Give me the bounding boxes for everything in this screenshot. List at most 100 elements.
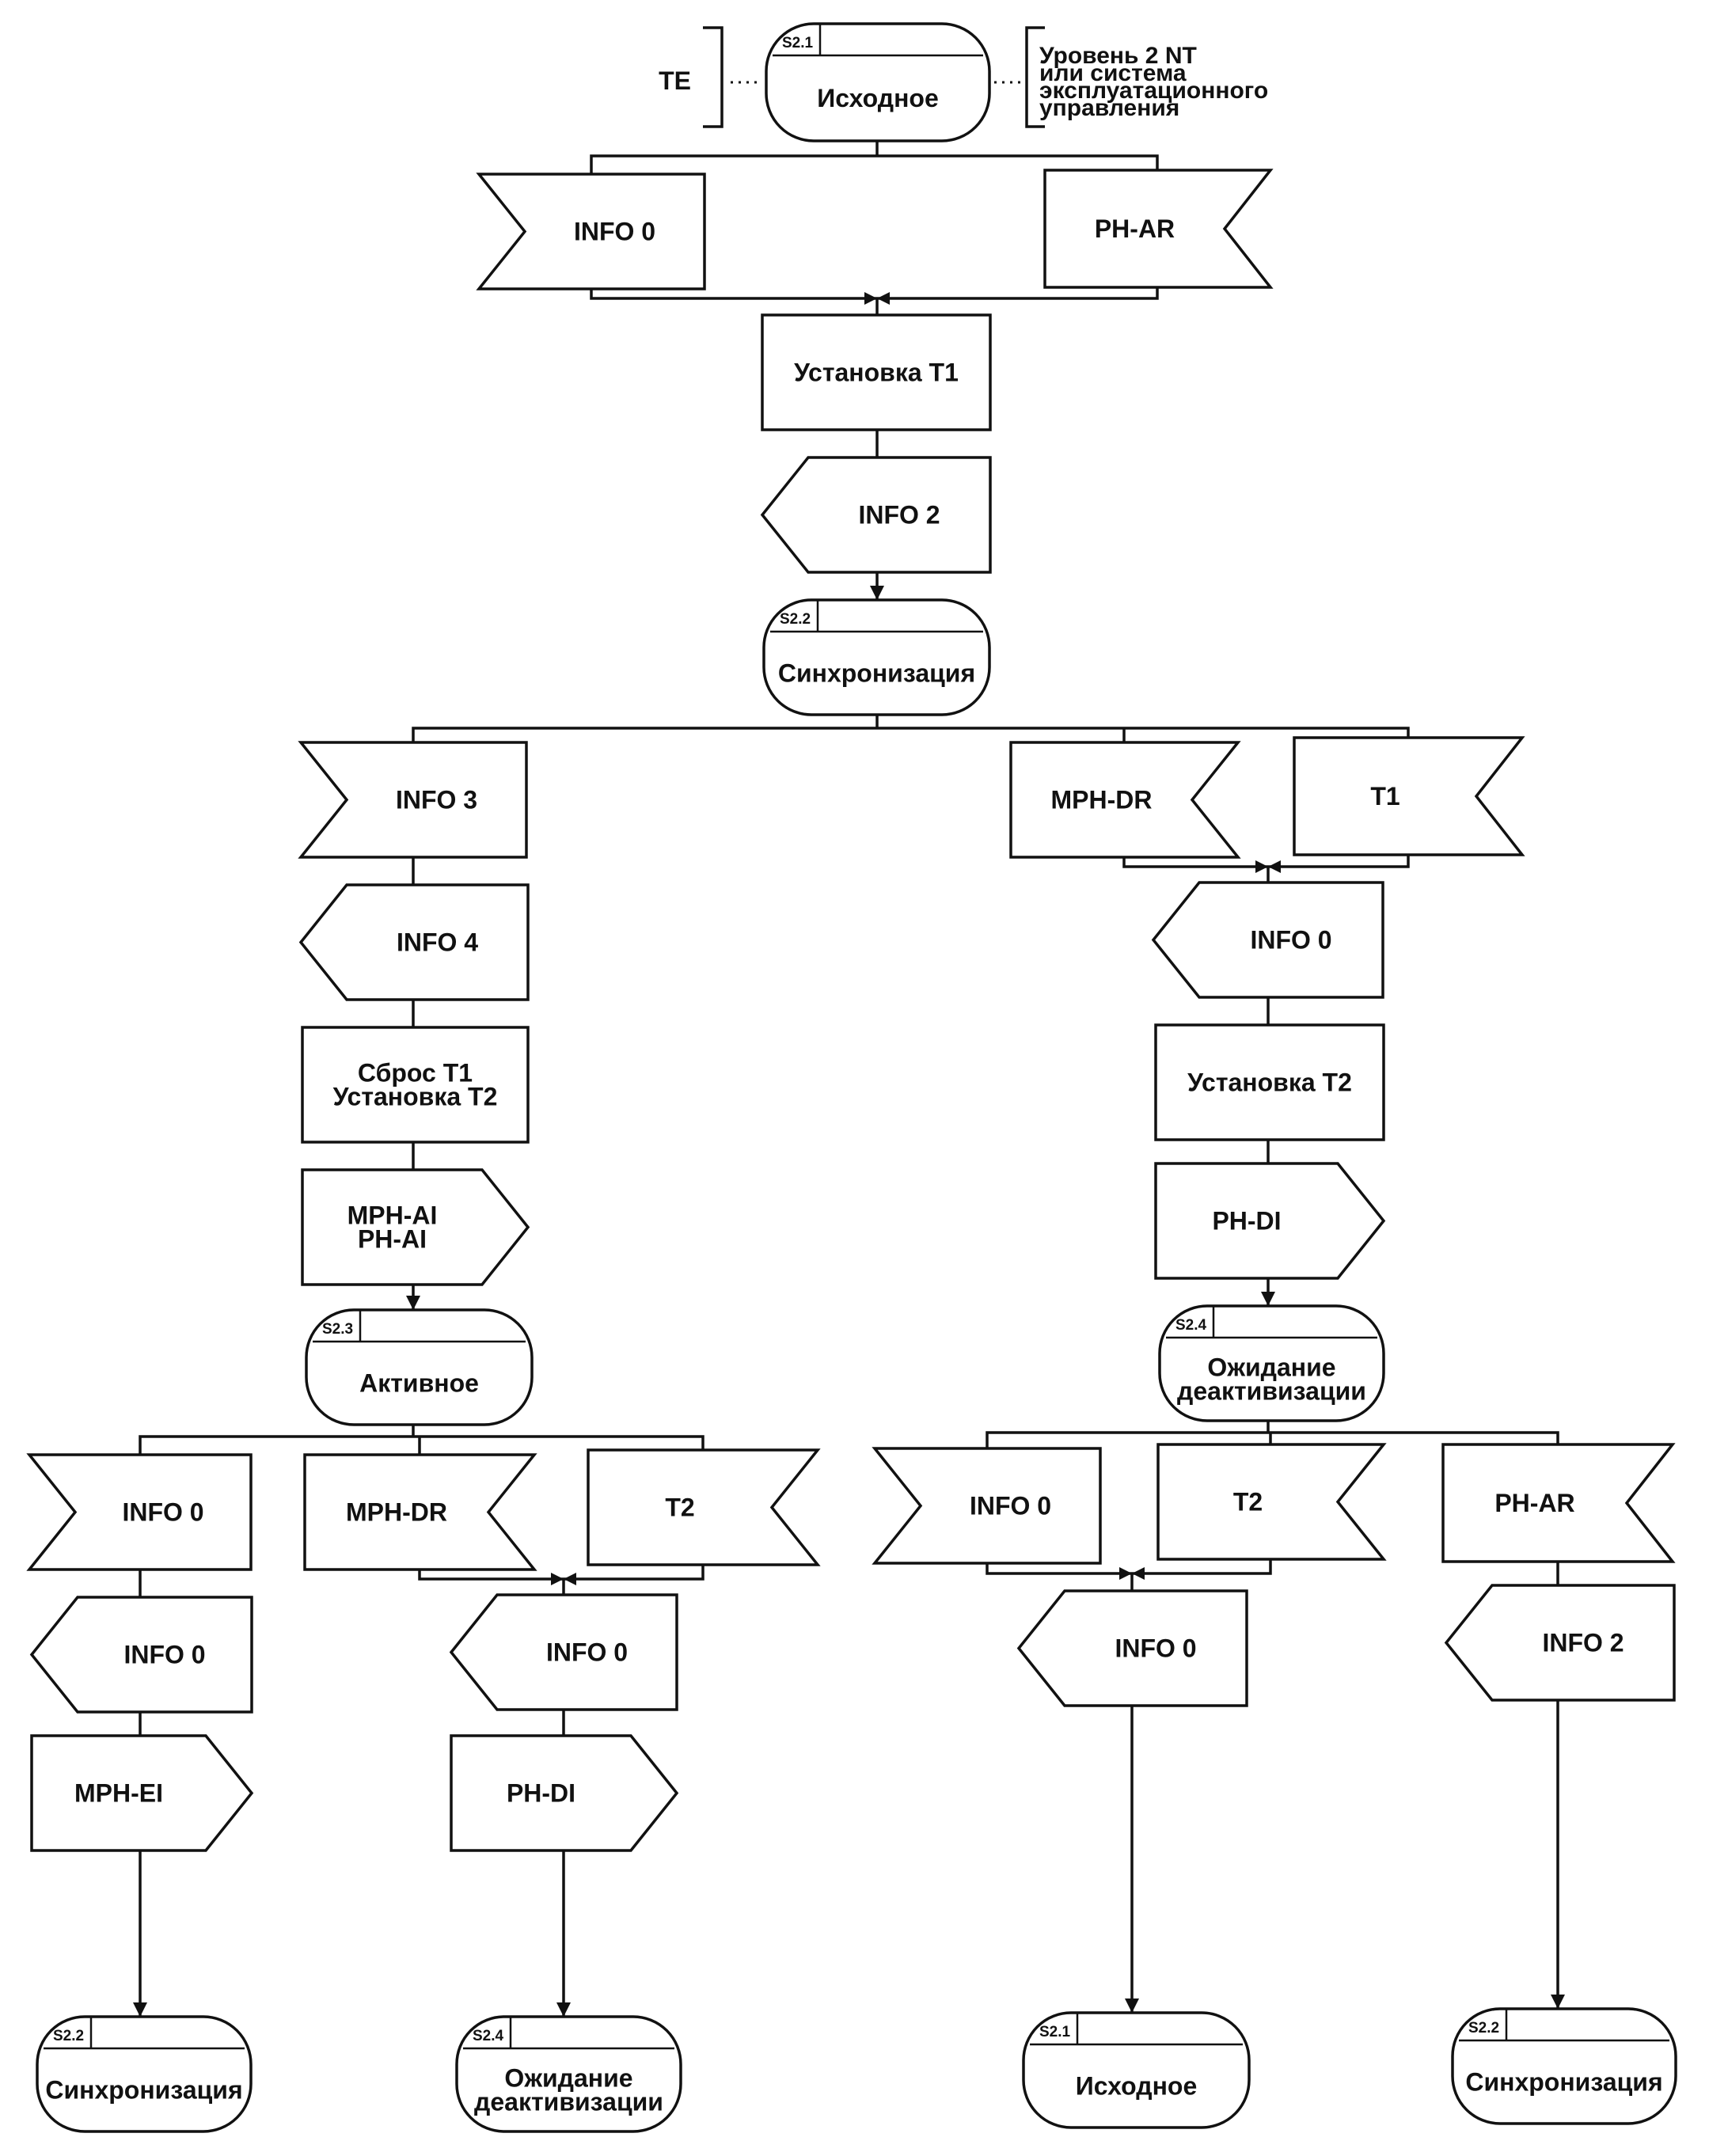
send-info2: INFO 2: [760, 456, 992, 574]
recv-info0-w: INFO 0: [872, 1447, 1102, 1565]
task-label: Сброс T1: [358, 1059, 473, 1087]
state-tag: S2.2: [780, 611, 811, 628]
task-label: Установка T1: [794, 359, 959, 387]
output-left-outline: [298, 883, 530, 1001]
output-left-label: INFO 0: [1250, 926, 1331, 955]
merge-marker: [551, 1573, 564, 1585]
state-label: Синхронизация: [778, 659, 975, 688]
input-left-label: MPH-DR: [346, 1498, 447, 1527]
task-label: Установка T2: [333, 1083, 498, 1111]
send-info0-w: INFO 0: [1016, 1589, 1248, 1707]
input-right-label: INFO 3: [396, 786, 477, 814]
input-right-outline: [298, 741, 528, 859]
nt-label-line: или система: [1039, 60, 1187, 86]
send-info0-r: INFO 0: [1151, 881, 1384, 999]
input-right-outline: [26, 1453, 253, 1571]
input-left-label: T1: [1370, 782, 1399, 810]
output-right-outline: [450, 1734, 679, 1852]
state-label: Ожидание: [504, 2064, 632, 2093]
state-label: Исходное: [1076, 2072, 1197, 2101]
merge-marker: [564, 1573, 576, 1585]
task-outline: [1154, 1023, 1385, 1141]
input-left-outline: [1441, 1443, 1676, 1563]
branch-bus: [139, 1435, 704, 1455]
recv-t2-w: T2: [1156, 1443, 1387, 1561]
task-set-t1: Установка T1: [761, 313, 992, 431]
input-left-outline: [1043, 169, 1274, 289]
state-label: Синхронизация: [45, 2076, 242, 2105]
merge-marker: [1255, 860, 1268, 873]
state-outline: [1451, 2007, 1677, 2125]
input-left-label: T2: [1233, 1488, 1263, 1516]
send-info4: INFO 4: [298, 883, 530, 1001]
input-left-label: PH-AR: [1095, 214, 1175, 243]
input-left-outline: [1156, 1443, 1387, 1561]
input-left-label: MPH-DR: [1051, 786, 1153, 814]
merge-marker: [877, 292, 890, 305]
output-right-outline: [1154, 1162, 1386, 1280]
state-label: деактивизации: [474, 2088, 663, 2116]
output-right-label: PH-DI: [1212, 1207, 1281, 1236]
merge-marker: [1268, 860, 1281, 873]
out-phdi-r: PH-DI: [1154, 1162, 1386, 1280]
state-outline: [765, 22, 991, 142]
recv-info0-a: INFO 0: [26, 1453, 253, 1571]
output-left-outline: [1444, 1584, 1676, 1702]
send-info0-a: INFO 0: [29, 1596, 253, 1714]
input-right-outline: [476, 173, 706, 290]
state-label: Исходное: [817, 84, 938, 112]
state-tag: S2.2: [53, 2028, 84, 2044]
output-right-label: MPH-AI: [347, 1201, 438, 1230]
input-left-outline: [1009, 741, 1241, 859]
recv-mphdr-1: MPH-DR: [1009, 741, 1241, 859]
recv-info0-top: INFO 0: [476, 173, 706, 290]
state-outline: [1158, 1304, 1385, 1422]
branch-bus: [590, 154, 1159, 174]
arrowhead: [870, 586, 884, 600]
output-left-outline: [760, 456, 992, 574]
task-outline: [761, 313, 992, 431]
output-left-label: INFO 0: [1115, 1634, 1196, 1663]
recv-phar-top: PH-AR: [1043, 169, 1274, 289]
merge-marker: [1119, 1567, 1132, 1580]
input-left-outline: [587, 1448, 821, 1566]
output-left-outline: [29, 1596, 253, 1714]
input-right-label: INFO 0: [574, 218, 655, 246]
te-label: TE: [659, 66, 691, 95]
output-left-outline: [1151, 881, 1384, 999]
state-tag: S2.1: [782, 35, 814, 51]
input-right-label: INFO 0: [970, 1492, 1051, 1520]
output-right-label: PH-AI: [358, 1225, 427, 1254]
output-right-outline: [301, 1168, 530, 1286]
output-left-label: INFO 2: [1542, 1629, 1624, 1657]
state-label: Синхронизация: [1465, 2068, 1662, 2097]
send-info2-w: INFO 2: [1444, 1584, 1676, 1702]
output-left-label: INFO 0: [123, 1641, 205, 1669]
output-left-label: INFO 4: [397, 928, 478, 957]
state-label: Активное: [359, 1369, 479, 1398]
input-left-label: T2: [665, 1494, 694, 1522]
output-right-label: MPH-EI: [74, 1779, 163, 1808]
state-label: деактивизации: [1177, 1377, 1366, 1406]
arrowhead: [556, 2002, 571, 2017]
input-right-label: INFO 0: [122, 1498, 203, 1527]
left-bracket: [703, 26, 723, 128]
nt-label-line: Уровень 2 NT: [1039, 43, 1197, 69]
output-left-label: INFO 0: [546, 1638, 628, 1667]
send-info0-b: INFO 0: [449, 1593, 678, 1711]
merge-marker: [864, 292, 877, 305]
state-tag: S2.4: [1175, 1317, 1207, 1334]
arrowhead: [1125, 1998, 1139, 2013]
output-left-outline: [1016, 1589, 1248, 1707]
